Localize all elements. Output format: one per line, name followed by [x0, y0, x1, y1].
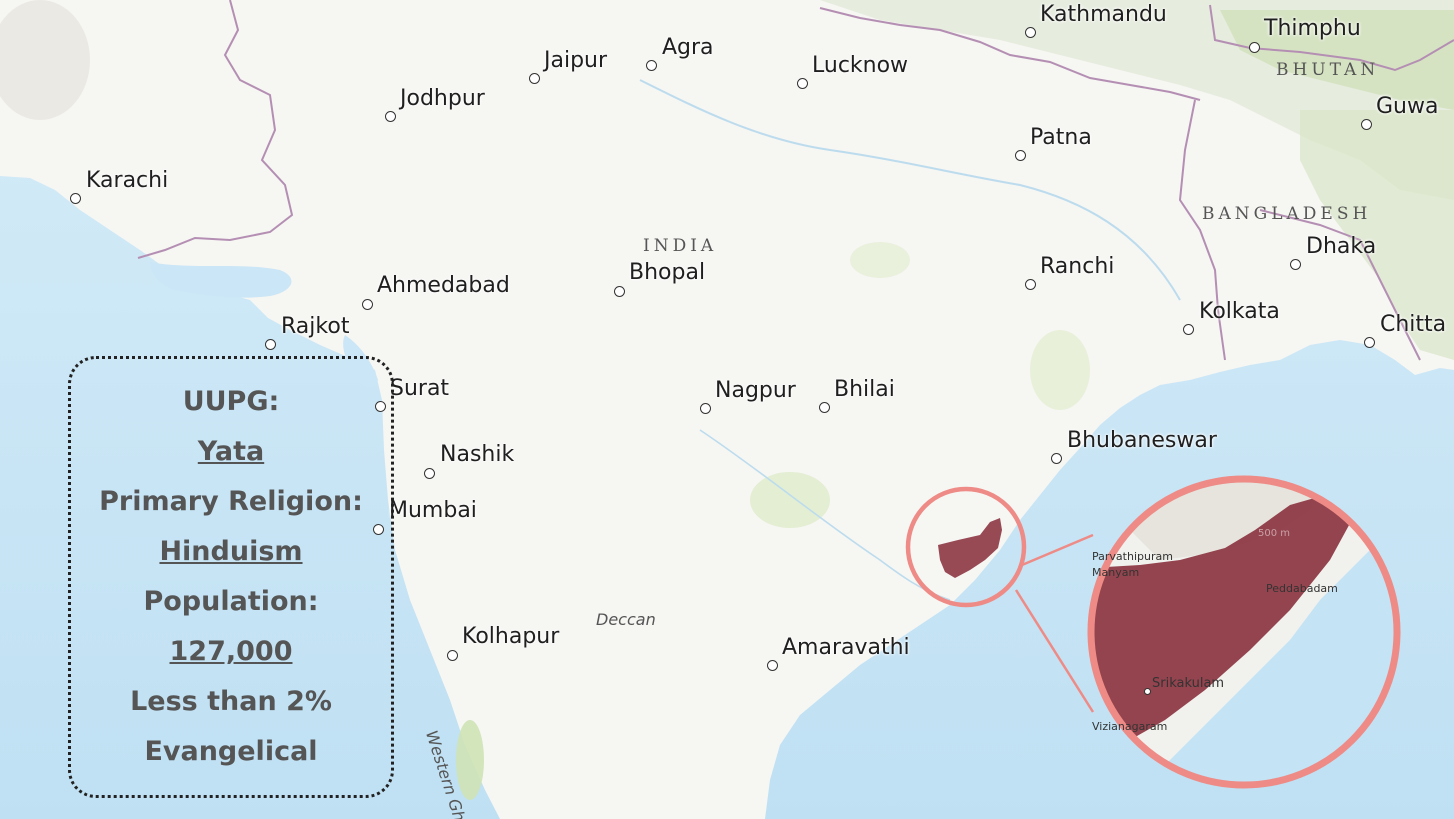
city-label-lucknow: Lucknow — [812, 53, 909, 78]
city-marker[interactable] — [362, 299, 373, 310]
city-marker[interactable] — [385, 111, 396, 122]
northeast-green — [1300, 110, 1454, 360]
forest-patch — [850, 242, 910, 278]
inset-label-vizianagaram: Vizianagaram — [1092, 720, 1168, 733]
city-label-thimphu: Thimphu — [1264, 16, 1361, 41]
city-marker[interactable] — [819, 402, 830, 413]
city-marker[interactable] — [1025, 279, 1036, 290]
inset-connector — [1021, 533, 1094, 567]
city-label-kathmandu: Kathmandu — [1040, 2, 1167, 27]
inset-label-parvathipuram: Parvathipuram — [1092, 550, 1173, 563]
bhutan-green — [1220, 10, 1454, 110]
city-label-bhubaneswar: Bhubaneswar — [1067, 428, 1217, 453]
religion-value: Hinduism — [159, 536, 303, 567]
city-marker[interactable] — [797, 78, 808, 89]
inset-city-marker — [1144, 688, 1151, 695]
city-marker[interactable] — [1361, 119, 1372, 130]
city-label-bhopal: Bhopal — [629, 260, 706, 285]
city-marker[interactable] — [424, 468, 435, 479]
info-box: UUPG: Yata Primary Religion: Hinduism Po… — [68, 356, 394, 798]
city-marker[interactable] — [700, 403, 711, 414]
city-marker[interactable] — [1364, 337, 1375, 348]
city-label-amaravathi: Amaravathi — [782, 635, 910, 660]
city-marker[interactable] — [1183, 324, 1194, 335]
country-label-bhutan: BHUTAN — [1276, 60, 1380, 80]
city-label-karachi: Karachi — [86, 168, 169, 193]
yata-region-small — [938, 518, 1002, 578]
city-label-kolhapur: Kolhapur — [462, 624, 560, 649]
border-pakistan — [137, 0, 294, 259]
city-label-nagpur: Nagpur — [715, 378, 796, 403]
city-label-dhaka: Dhaka — [1306, 234, 1377, 259]
inset-label-elevation: 500 m — [1258, 528, 1291, 539]
country-label-india: INDIA — [643, 236, 718, 256]
city-marker[interactable] — [767, 660, 778, 671]
population-label: Population: — [143, 586, 319, 617]
city-label-ahmedabad: Ahmedabad — [377, 273, 510, 298]
forest-patch — [456, 720, 484, 800]
city-label-bhilai: Bhilai — [834, 377, 895, 402]
inset-label-srikakulam: Srikakulam — [1152, 676, 1225, 691]
evangelical-percent: Less than 2% — [130, 686, 332, 717]
city-marker[interactable] — [70, 193, 81, 204]
city-marker[interactable] — [1015, 150, 1026, 161]
city-marker[interactable] — [1025, 27, 1036, 38]
city-marker[interactable] — [375, 401, 386, 412]
city-label-patna: Patna — [1030, 125, 1092, 150]
city-label-rajkot: Rajkot — [281, 314, 350, 339]
city-marker[interactable] — [447, 650, 458, 661]
inset-connector — [1014, 589, 1095, 713]
city-label-nashik: Nashik — [440, 442, 515, 467]
city-label-jodhpur: Jodhpur — [400, 86, 485, 111]
city-label-mumbai: Mumbai — [389, 498, 477, 523]
city-marker[interactable] — [614, 286, 625, 297]
city-label-agra: Agra — [662, 35, 714, 60]
city-label-kolkata: Kolkata — [1199, 299, 1280, 324]
city-marker[interactable] — [265, 339, 276, 350]
border-bangladesh — [1178, 99, 1421, 361]
city-label-jaipur: Jaipur — [544, 48, 608, 73]
city-marker[interactable] — [646, 60, 657, 71]
inset-map — [1091, 479, 1397, 785]
river — [699, 429, 951, 601]
inset-label-manyam: Manyam — [1092, 566, 1140, 579]
city-label-chittagong: Chitta — [1380, 312, 1447, 337]
city-label-ranchi: Ranchi — [1040, 254, 1115, 279]
country-label-bangladesh: BANGLADESH — [1202, 204, 1372, 224]
gulf-of-kutch — [150, 262, 292, 298]
city-marker[interactable] — [529, 73, 540, 84]
city-marker[interactable] — [1249, 42, 1260, 53]
religion-label: Primary Religion: — [99, 486, 363, 517]
people-group-name: Yata — [197, 436, 265, 467]
river — [639, 79, 1181, 301]
forest-patch — [1030, 330, 1090, 410]
evangelical-label: Evangelical — [144, 736, 318, 767]
population-value: 127,000 — [169, 636, 293, 667]
border-nepal — [819, 7, 1201, 101]
inset-ring — [1087, 475, 1401, 789]
border-bhutan — [1209, 4, 1454, 72]
city-marker[interactable] — [373, 524, 384, 535]
relief-patch — [0, 0, 90, 120]
city-label-guwahati: Guwa — [1376, 94, 1439, 119]
feature-label-deccan: Deccan — [596, 610, 656, 629]
locator-ring — [905, 486, 1027, 608]
city-label-surat: Surat — [390, 376, 450, 401]
inset-label-peddabadam: Peddabadam — [1266, 582, 1338, 595]
city-marker[interactable] — [1290, 259, 1301, 270]
uupg-label: UUPG: — [182, 386, 280, 417]
forest-patch — [750, 472, 830, 528]
city-marker[interactable] — [1051, 453, 1062, 464]
